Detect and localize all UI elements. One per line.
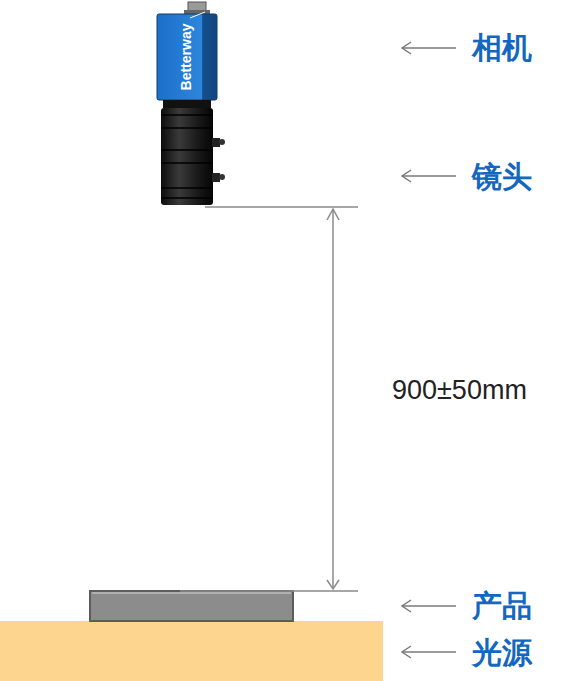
part-label: 相机 xyxy=(472,33,532,63)
dimension xyxy=(180,207,358,591)
light-source xyxy=(0,621,383,681)
part-label: 光源 xyxy=(472,638,532,668)
part-label: 产品 xyxy=(472,591,532,621)
dimension-label: 900±50mm xyxy=(390,377,529,404)
product xyxy=(90,591,293,621)
brand-name: Betterway xyxy=(179,24,193,91)
camera-body xyxy=(157,14,217,100)
lens xyxy=(161,108,213,205)
part-label: 镜头 xyxy=(472,162,532,192)
leader-arrow xyxy=(402,42,456,658)
